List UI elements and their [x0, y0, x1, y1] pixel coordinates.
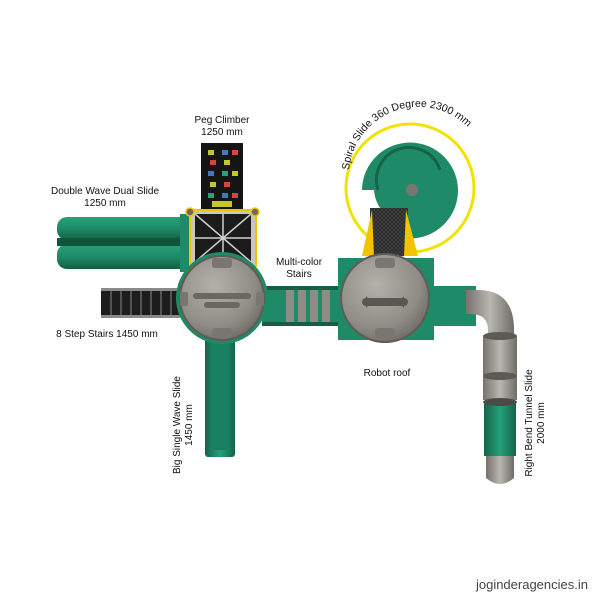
double-wave-label: Double Wave Dual Slide 1250 mm [40, 186, 170, 210]
peg-climber [201, 143, 243, 211]
right-bend-name: Right Bend Tunnel Slide [524, 369, 535, 477]
multicolor-line2: Stairs [286, 269, 312, 280]
big-single-slide-label: Big Single Wave Slide 1450 mm [172, 365, 196, 485]
right-bend-slide-label: Right Bend Tunnel Slide 2000 mm [524, 359, 548, 487]
eight-step-stairs [101, 288, 181, 318]
multicolor-stairs-label: Multi-color Stairs [270, 257, 328, 281]
right-bend-size: 2000 mm [536, 402, 547, 444]
peg-climber-label: Peg Climber 1250 mm [182, 115, 262, 139]
multicolor-stairs [262, 286, 346, 326]
robot-roof-left [176, 252, 268, 344]
big-single-name: Big Single Wave Slide [172, 376, 183, 475]
multicolor-line1: Multi-color [275, 257, 323, 268]
peg-climber-name: Peg Climber [194, 115, 250, 126]
watermark: joginderagencies.in [475, 577, 588, 592]
robot-roof-label: Robot roof [363, 368, 411, 379]
double-wave-name: Double Wave Dual Slide [50, 186, 160, 197]
right-bend-tunnel-slide [430, 286, 517, 484]
double-wave-size: 1250 mm [84, 198, 126, 209]
robot-roof-right [338, 253, 434, 343]
step-stairs-label: 8 Step Stairs 1450 mm [56, 329, 158, 340]
spiral-slide [344, 122, 476, 256]
double-wave-dual-slide [57, 214, 194, 272]
deck-platform [185, 207, 260, 267]
big-single-size: 1450 mm [184, 404, 195, 446]
big-single-wave-slide [205, 330, 235, 457]
peg-climber-size: 1250 mm [201, 127, 243, 138]
